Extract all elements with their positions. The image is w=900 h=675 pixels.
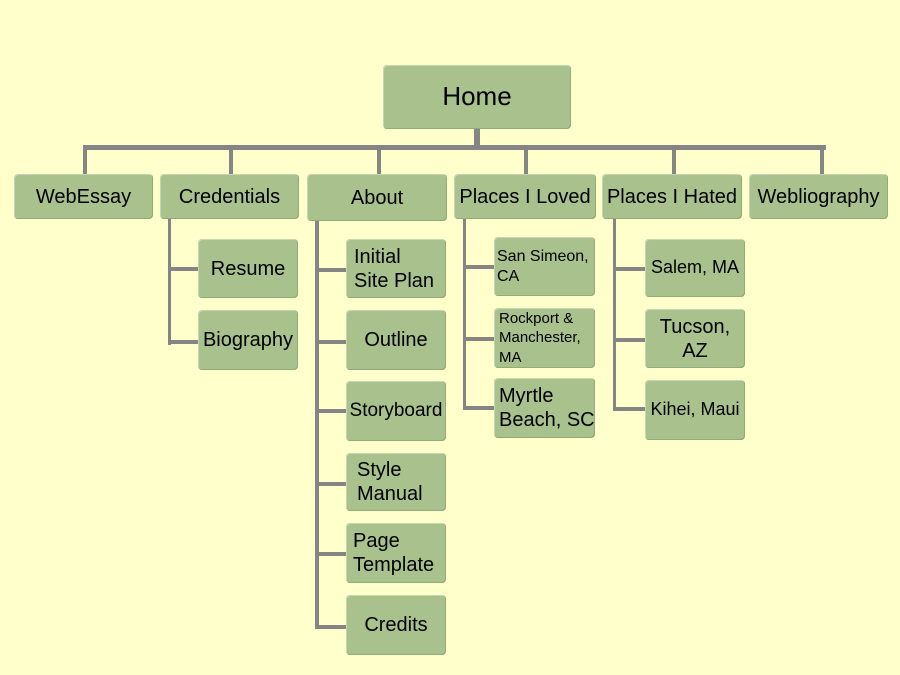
node-myrtle-beach: Myrtle Beach, SC (494, 378, 595, 438)
connector-hated-trunk (613, 218, 616, 411)
connector-drop-webliography (820, 145, 824, 175)
connector-drop-places-hated (672, 145, 676, 175)
node-style-manual: Style Manual (346, 453, 446, 511)
node-rockport-manchester: Rockport & Manchester, MA (494, 308, 595, 368)
node-places-hated: Places I Hated (602, 174, 742, 219)
node-outline: Outline (346, 310, 446, 370)
connector-hated-kihei (613, 407, 647, 411)
connector-loved-myrtle-beach (463, 406, 496, 410)
connector-drop-webessay (83, 145, 87, 175)
connector-loved-rockport (463, 337, 496, 341)
node-kihei: Kihei, Maui (645, 380, 745, 440)
node-storyboard: Storyboard (346, 381, 446, 441)
node-webliography: Webliography (749, 174, 888, 219)
connector-loved-trunk (463, 218, 466, 410)
node-initial-site-plan: Initial Site Plan (346, 239, 446, 298)
connector-drop-credentials (229, 145, 233, 175)
node-tucson: Tucson, AZ (645, 309, 745, 368)
connector-top-bus (84, 145, 826, 150)
connector-hated-salem (613, 267, 647, 271)
connector-root-stem (474, 120, 480, 148)
connector-about-style-manual (315, 482, 348, 486)
connector-about-initial-site-plan (315, 268, 348, 272)
connector-credentials-trunk (168, 218, 171, 345)
connector-about-page-template (315, 552, 348, 556)
connector-hated-tucson (613, 338, 647, 342)
connector-drop-about (377, 145, 381, 175)
connector-about-outline (315, 340, 348, 344)
connector-drop-places-loved (524, 145, 528, 175)
node-about: About (307, 174, 447, 221)
connector-about-storyboard (315, 409, 348, 413)
node-webessay: WebEssay (14, 174, 153, 219)
connector-about-credits (315, 625, 348, 629)
node-places-loved: Places I Loved (454, 174, 596, 219)
node-salem: Salem, MA (645, 239, 745, 297)
node-biography: Biography (198, 310, 298, 370)
node-home: Home (383, 65, 571, 129)
node-credentials: Credentials (160, 174, 299, 219)
connector-credentials-biography (168, 340, 200, 344)
connector-credentials-resume (168, 267, 200, 271)
connector-about-trunk (315, 218, 319, 629)
node-page-template: Page Template (346, 523, 446, 583)
node-san-simeon: San Simeon, CA (494, 237, 595, 296)
node-credits: Credits (346, 595, 446, 655)
node-resume: Resume (198, 239, 298, 298)
connector-loved-san-simeon (463, 265, 496, 269)
